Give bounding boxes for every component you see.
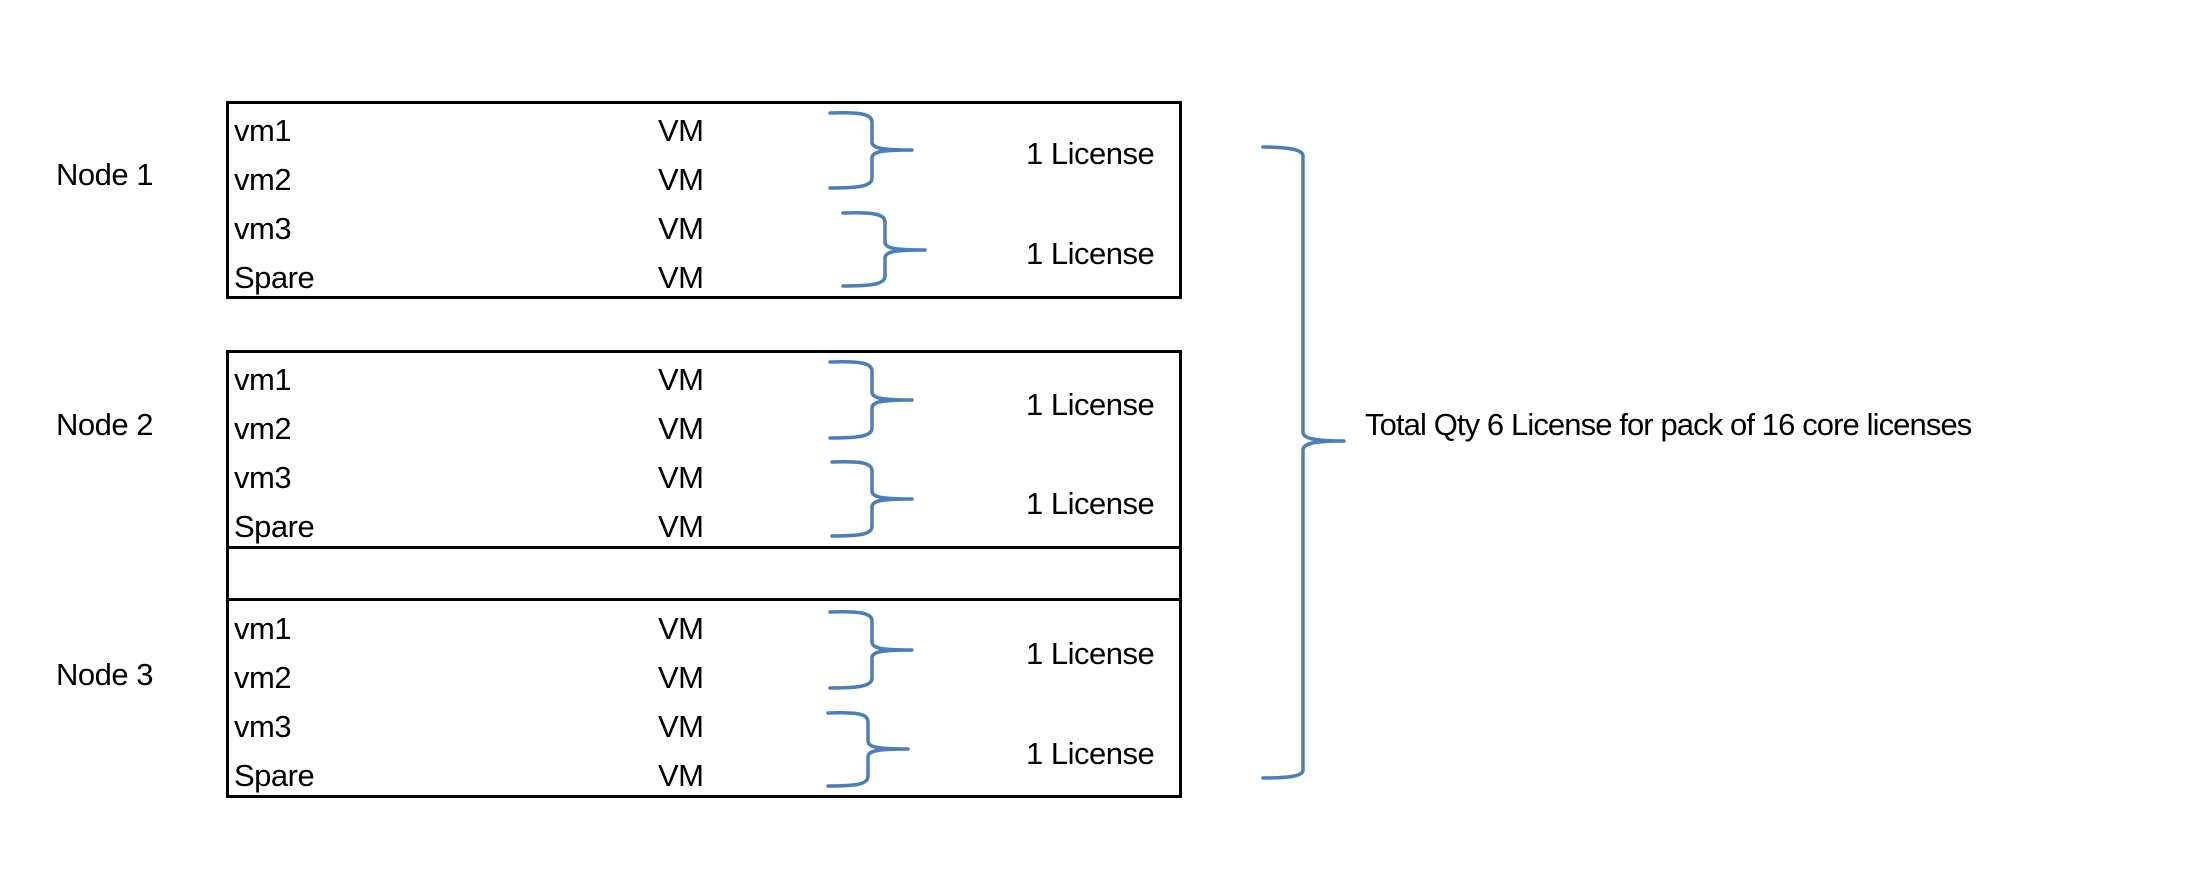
vm-row: vm2 VM [229, 653, 1179, 702]
vm-type: VM [658, 112, 704, 148]
vm-row: Spare VM [229, 253, 1179, 302]
vm-row: vm3 VM [229, 204, 1179, 253]
node-2-box: vm1 VM vm2 VM vm3 VM Spare VM 1 License … [226, 350, 1182, 549]
vm-type: VM [658, 610, 704, 646]
vm-row: vm1 VM [229, 604, 1179, 653]
empty-row [226, 549, 1182, 599]
vm-row: vm1 VM [229, 355, 1179, 404]
license-label: 1 License [1026, 486, 1155, 521]
vm-type: VM [658, 757, 704, 793]
total-brace-icon [1261, 145, 1346, 780]
vm-row: vm2 VM [229, 155, 1179, 204]
vm-row: vm2 VM [229, 404, 1179, 453]
license-label: 1 License [1026, 236, 1155, 271]
vm-name: vm1 [234, 361, 292, 397]
vm-type: VM [658, 708, 704, 744]
vm-type: VM [658, 161, 704, 197]
license-label: 1 License [1026, 736, 1155, 771]
vm-name: vm3 [234, 459, 292, 495]
vm-row: vm3 VM [229, 453, 1179, 502]
license-label: 1 License [1026, 636, 1155, 671]
license-label: 1 License [1026, 387, 1155, 422]
vm-name: Spare [234, 757, 315, 793]
vm-row: Spare VM [229, 502, 1179, 551]
vm-name: vm3 [234, 210, 292, 246]
vm-name: vm2 [234, 161, 292, 197]
vm-name: vm2 [234, 410, 292, 446]
vm-type: VM [658, 210, 704, 246]
vm-name: Spare [234, 259, 315, 295]
vm-row: vm1 VM [229, 106, 1179, 155]
vm-name: vm3 [234, 708, 292, 744]
vm-type: VM [658, 361, 704, 397]
vm-type: VM [658, 459, 704, 495]
node-1-box: vm1 VM vm2 VM vm3 VM Spare VM 1 License … [226, 101, 1182, 299]
vm-row: vm3 VM [229, 702, 1179, 751]
vm-type: VM [658, 508, 704, 544]
vm-type: VM [658, 410, 704, 446]
node-3-box: vm1 VM vm2 VM vm3 VM Spare VM 1 License … [226, 598, 1182, 798]
vm-name: vm1 [234, 610, 292, 646]
vm-name: Spare [234, 508, 315, 544]
vm-row: Spare VM [229, 751, 1179, 800]
node-3-label: Node 3 [56, 657, 153, 692]
vm-type: VM [658, 259, 704, 295]
node-2-label: Node 2 [56, 407, 153, 442]
total-license-label: Total Qty 6 License for pack of 16 core … [1365, 407, 1972, 442]
vm-name: vm1 [234, 112, 292, 148]
node-1-label: Node 1 [56, 157, 153, 192]
vm-name: vm2 [234, 659, 292, 695]
license-label: 1 License [1026, 136, 1155, 171]
vm-type: VM [658, 659, 704, 695]
